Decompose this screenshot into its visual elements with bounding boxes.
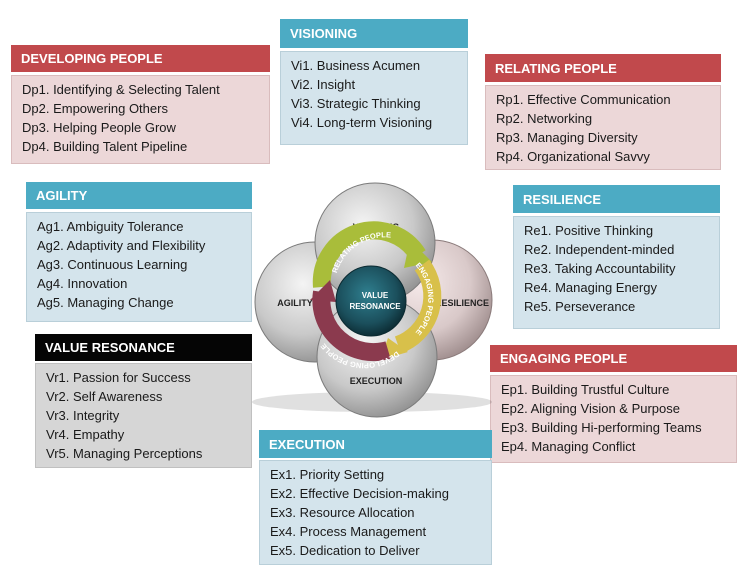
list-item: Ag3. Continuous Learning (37, 257, 188, 272)
agility-panel: AGILITY Ag1. Ambiguity Tolerance Ag2. Ad… (26, 182, 252, 322)
relating-people-list: Rp1. Effective Communication Rp2. Networ… (485, 85, 721, 170)
list-item: Ag1. Ambiguity Tolerance (37, 219, 184, 234)
petal-visioning (314, 182, 436, 304)
list-item: Vr2. Self Awareness (46, 389, 163, 404)
list-item: Re3. Taking Accountability (524, 261, 676, 276)
petal-resilience (371, 239, 493, 361)
list-item: Ag5. Managing Change (37, 295, 174, 310)
resilience-title: RESILIENCE (513, 185, 720, 213)
petal-resilience-label: RESILIENCE (435, 298, 489, 308)
agility-list: Ag1. Ambiguity Tolerance Ag2. Adaptivity… (26, 212, 252, 322)
list-item: Ex4. Process Management (270, 524, 427, 539)
list-item: Vi2. Insight (291, 77, 356, 92)
arrow-developing-head (310, 280, 336, 302)
arrow-relating-label: RELATING PEOPLE (330, 230, 391, 274)
arrow-relating-head (404, 240, 432, 268)
list-item: Re2. Independent-minded (524, 242, 675, 257)
list-item: Vr4. Empathy (46, 427, 125, 442)
agility-title: AGILITY (26, 182, 252, 209)
developing-people-panel: DEVELOPING PEOPLE Dp1. Identifying & Sel… (11, 45, 270, 164)
center-label-line2: RESONANCE (349, 302, 401, 311)
list-item: Dp4. Building Talent Pipeline (22, 139, 188, 154)
visioning-list: Vi1. Business Acumen Vi2. Insight Vi3. S… (280, 51, 468, 145)
list-item: Vr5. Managing Perceptions (46, 446, 203, 461)
list-item: Ep2. Aligning Vision & Purpose (501, 401, 680, 416)
relating-people-title: RELATING PEOPLE (485, 54, 721, 82)
petal-agility-label: AGILITY (277, 298, 313, 308)
list-item: Vi1. Business Acumen (291, 58, 421, 73)
center-core (335, 265, 407, 337)
petal-agility (254, 241, 376, 363)
value-resonance-panel: VALUE RESONANCE Vr1. Passion for Success… (35, 334, 252, 468)
list-item: Ep4. Managing Conflict (501, 439, 636, 454)
list-item: Dp1. Identifying & Selecting Talent (22, 82, 220, 97)
list-item: Ep3. Building Hi-performing Teams (501, 420, 702, 435)
list-item: Rp1. Effective Communication (496, 92, 671, 107)
list-item: Vi3. Strategic Thinking (291, 96, 421, 111)
petal-execution-label: EXECUTION (350, 376, 403, 386)
engaging-people-panel: ENGAGING PEOPLE Ep1. Building Trustful C… (490, 345, 737, 463)
list-item: Re1. Positive Thinking (524, 223, 654, 238)
relating-people-panel: RELATING PEOPLE Rp1. Effective Communica… (485, 54, 721, 170)
execution-title: EXECUTION (259, 430, 492, 458)
list-item: Ag2. Adaptivity and Flexibility (37, 238, 206, 253)
list-item: Rp2. Networking (496, 111, 593, 126)
list-item: Ex3. Resource Allocation (270, 505, 415, 520)
value-resonance-title: VALUE RESONANCE (35, 334, 252, 361)
list-item: Re4. Managing Energy (524, 280, 657, 295)
list-item: Ep1. Building Trustful Culture (501, 382, 670, 397)
value-resonance-list: Vr1. Passion for Success Vr2. Self Aware… (35, 363, 252, 468)
arrow-engaging-label: ENGAGING PEOPLE (414, 261, 436, 337)
arrow-engaging-head (380, 338, 408, 360)
resilience-panel: RESILIENCE Re1. Positive Thinking Re2. I… (513, 185, 720, 329)
list-item: Ex2. Effective Decision-making (270, 486, 449, 501)
petal-visioning-label: VISIONING (353, 222, 400, 232)
execution-list: Ex1. Priority Setting Ex2. Effective Dec… (259, 460, 492, 565)
engaging-people-title: ENGAGING PEOPLE (490, 345, 737, 372)
petal-execution (316, 296, 438, 418)
list-item: Ex5. Dedication to Deliver (270, 543, 420, 558)
visioning-panel: VISIONING Vi1. Business Acumen Vi2. Insi… (280, 19, 468, 145)
developing-people-title: DEVELOPING PEOPLE (11, 45, 270, 72)
list-item: Ex1. Priority Setting (270, 467, 385, 482)
resilience-list: Re1. Positive Thinking Re2. Independent-… (513, 216, 720, 329)
list-item: Vr1. Passion for Success (46, 370, 191, 385)
developing-people-list: Dp1. Identifying & Selecting Talent Dp2.… (11, 75, 270, 164)
visioning-title: VISIONING (280, 19, 468, 48)
execution-panel: EXECUTION Ex1. Priority Setting Ex2. Eff… (259, 430, 492, 565)
engaging-people-list: Ep1. Building Trustful Culture Ep2. Alig… (490, 375, 737, 463)
list-item: Dp3. Helping People Grow (22, 120, 176, 135)
list-item: Dp2. Empowering Others (22, 101, 168, 116)
diagram-shadow (252, 392, 492, 412)
arrow-relating (312, 221, 426, 288)
list-item: Re5. Perseverance (524, 299, 636, 314)
list-item: Vi4. Long-term Visioning (291, 115, 433, 130)
list-item: Ag4. Innovation (37, 276, 128, 291)
list-item: Rp4. Organizational Savvy (496, 149, 650, 164)
arrow-engaging (394, 259, 442, 354)
arrow-developing (312, 290, 391, 362)
list-item: Rp3. Managing Diversity (496, 130, 638, 145)
center-label-line1: VALUE (362, 291, 389, 300)
list-item: Vr3. Integrity (46, 408, 120, 423)
arrow-developing-label: DEVELOPING PEOPLE (319, 342, 401, 370)
